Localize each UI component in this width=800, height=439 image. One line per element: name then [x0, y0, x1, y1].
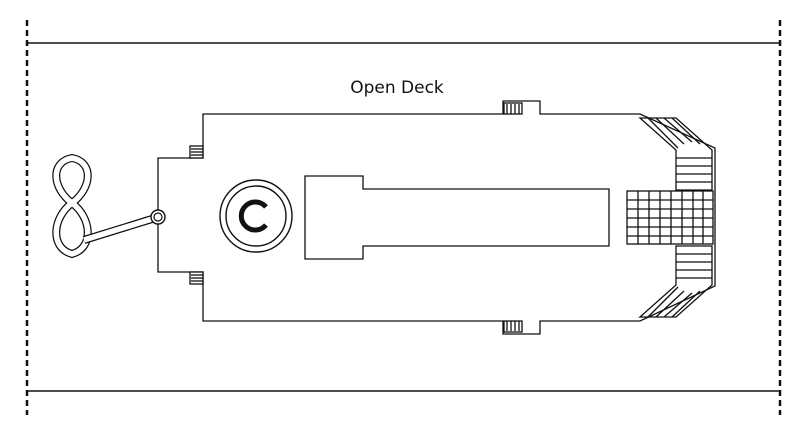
ship [157, 100, 716, 335]
deck-label: Open Deck [350, 78, 444, 98]
bow-stairs-upper [638, 117, 713, 191]
lane-boundaries [25, 20, 782, 415]
bow-stairs-lower [638, 245, 713, 318]
central-deckhouse [304, 175, 610, 260]
bow-grating [626, 190, 714, 245]
figure-eight-rope-icon [52, 153, 166, 259]
ship-hull-outline [157, 100, 716, 335]
circled-c-logo-icon [219, 179, 293, 253]
bollard-stern-top [189, 145, 204, 159]
bollard-bottom-1 [503, 320, 523, 333]
bollard-stern-bottom [189, 271, 204, 285]
bollard-top-1 [503, 102, 523, 115]
